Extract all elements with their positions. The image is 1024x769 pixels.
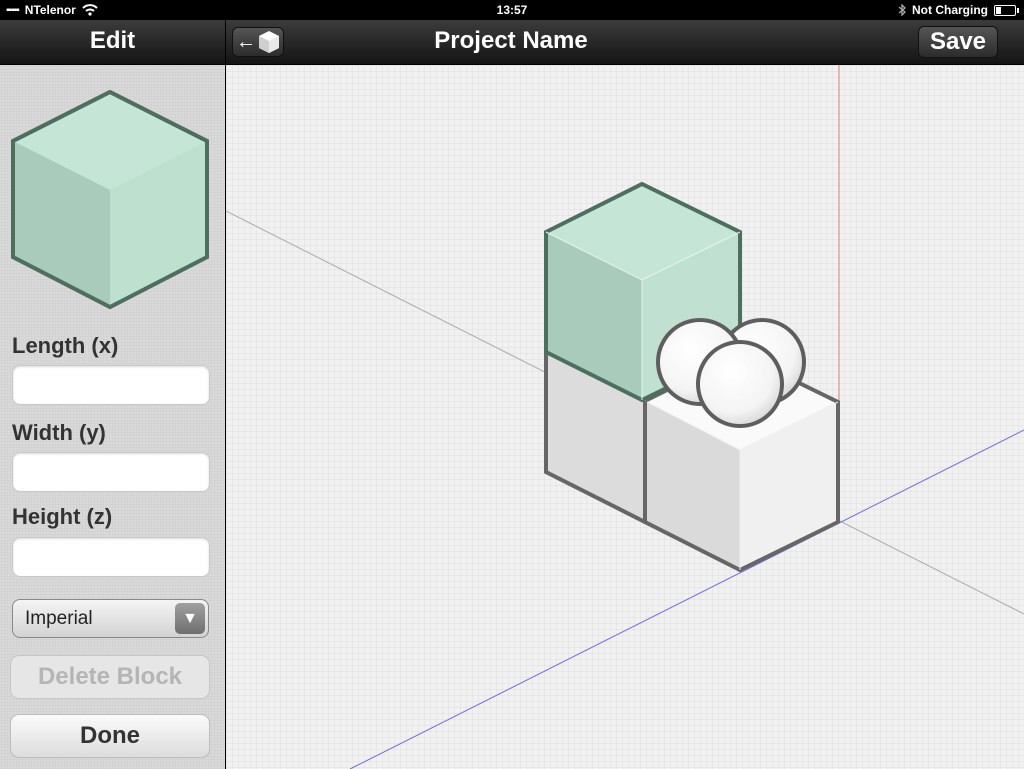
delete-block-button[interactable]: Delete Block	[10, 655, 210, 699]
back-arrow-icon: ←	[236, 30, 256, 53]
signal-icon: ▪▪▪▪▪	[6, 4, 20, 16]
3d-canvas[interactable]	[226, 65, 1024, 769]
cube-icon	[259, 31, 279, 53]
height-label: Height (z)	[12, 504, 113, 529]
wifi-icon	[82, 4, 98, 16]
back-button[interactable]: ←	[232, 27, 284, 57]
resize-handle-z[interactable]	[696, 340, 784, 428]
width-input[interactable]	[12, 452, 210, 492]
main-area: ← Project Name Save	[226, 20, 1024, 769]
block-preview-icon	[11, 90, 209, 310]
charging-status: Not Charging	[912, 3, 988, 17]
page-title: Project Name	[434, 27, 588, 54]
length-input[interactable]	[12, 365, 210, 405]
status-right: Not Charging	[898, 3, 1019, 17]
height-input[interactable]	[12, 537, 210, 577]
y-axis-line	[349, 429, 1024, 769]
save-button[interactable]: Save	[918, 26, 998, 58]
grid-background	[226, 65, 1024, 769]
carrier-name: NTelenor	[24, 3, 76, 17]
sidebar-title: Edit	[0, 20, 225, 65]
bluetooth-icon	[898, 4, 906, 16]
done-button[interactable]: Done	[10, 714, 210, 758]
scene[interactable]	[226, 65, 1024, 769]
navigation-bar: ← Project Name Save	[226, 20, 1024, 65]
grey-block-left[interactable]	[544, 352, 647, 526]
clock: 13:57	[496, 3, 528, 17]
unit-select[interactable]: Imperial ▼	[12, 599, 209, 638]
width-label: Width (y)	[12, 420, 106, 445]
chevron-down-icon[interactable]: ▼	[175, 603, 205, 634]
edit-sidebar: Edit Length (x) Width (y) Height (z) Imp…	[0, 20, 225, 769]
unit-select-value: Imperial	[25, 608, 93, 629]
battery-icon	[994, 4, 1019, 16]
status-bar: ▪▪▪▪▪ NTelenor 13:57 Not Charging	[0, 0, 1024, 20]
carrier-group: ▪▪▪▪▪ NTelenor	[6, 3, 98, 17]
length-label: Length (x)	[12, 333, 119, 358]
